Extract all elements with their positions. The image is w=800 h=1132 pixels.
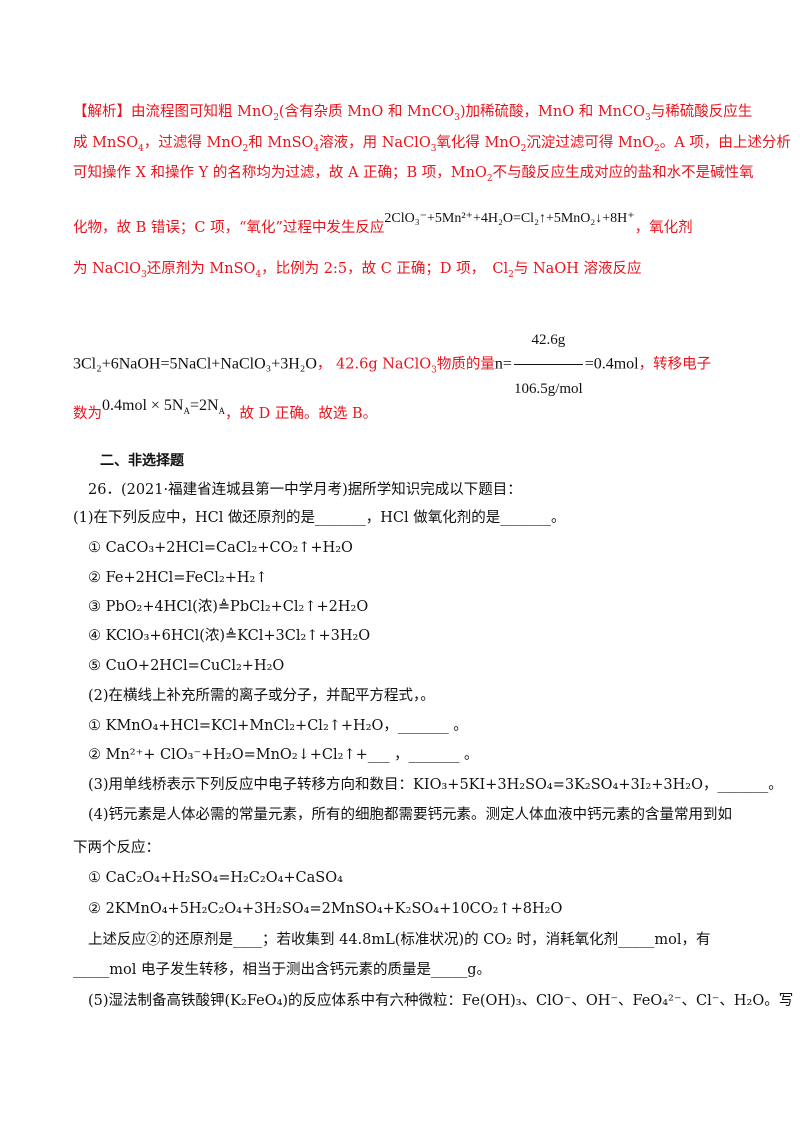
reaction-t2: ② 2KMnO₄+5H₂C₂O₄+3H₂SO₄=2MnSO₄+K₂SO₄+10C… (88, 901, 563, 917)
analysis-text: 可知操作 X 和操作 Y 的名称均为过滤，故 A 正确；B 项，MnO (73, 165, 487, 181)
analysis-text: )加稀硫酸，MnO 和 MnCO (459, 104, 646, 120)
moles-fraction: 42.6g 106.5g/mol (513, 318, 583, 411)
question-part-4: (4)钙元素是人体必需的常量元素，所有的细胞都需要钙元素。测定人体血液中钙元素的… (88, 807, 733, 823)
ionic-equation: 2ClO₃⁻+5Mn²⁺+4H₂O=Cl₂↑+5MnO₂↓+8H⁺ (384, 211, 635, 226)
question-part-5: (5)湿法制备高铁酸钾(K₂FeO₄)的反应体系中有六种微粒：Fe(OH)₃、C… (88, 993, 794, 1009)
electron-equation: 0.4mol × 5NA=2NA (102, 397, 226, 417)
analysis-text: 【解析】由流程图可知粗 MnO (73, 104, 274, 120)
fraction-numerator: 42.6g (513, 318, 583, 365)
analysis-text: 溶液，用 NaClO (319, 135, 431, 151)
analysis-text: ，故 D 正确。故选 B。 (225, 406, 378, 422)
analysis-text: 与 NaOH 溶液反应 (513, 261, 642, 277)
analysis-text: 成 MnSO (73, 135, 139, 151)
analysis-text: 氧化得 MnO (436, 135, 521, 151)
reaction-5: ⑤ CuO+2HCl=CuCl₂+H₂O (88, 658, 285, 674)
analysis-text: ，过滤得 MnO (143, 135, 243, 151)
fraction-denominator: 106.5g/mol (513, 381, 583, 397)
analysis-text: 为 NaClO (73, 261, 142, 277)
analysis-text: 不与酸反应生成对应的盐和水不是碱性氧 (492, 165, 754, 181)
analysis-text: ，氧化剂 (634, 220, 693, 236)
question-part-4-ask: 上述反应②的还原剂是____；若收集到 44.8mL(标准状况)的 CO₂ 时，… (88, 932, 711, 948)
analysis-text: (含有杂质 MnO 和 MnCO (278, 104, 455, 120)
analysis-text: 化物，故 B 错误；C 项，“氧化”过程中发生反应 (73, 220, 385, 236)
analysis-line-1: 【解析】由流程图可知粗 MnO2(含有杂质 MnO 和 MnCO3)加稀硫酸，M… (73, 104, 753, 123)
analysis-text: 。A 项，由上述分析 (659, 135, 791, 151)
analysis-line-7: 数为0.4mol × 5NA=2NA，故 D 正确。故选 B。 (73, 397, 378, 424)
question-stem: 26．(2021·福建省连城县第一中学月考)据所学知识完成以下题目： (88, 482, 522, 498)
moles-label: n= (494, 355, 512, 373)
analysis-line-3: 可知操作 X 和操作 Y 的名称均为过滤，故 A 正确；B 项，MnO2不与酸反… (73, 165, 754, 184)
analysis-text: ，比例为 2:5，故 C 正确；D 项， Cl (261, 261, 509, 277)
question-part-1: (1)在下列反应中，HCl 做还原剂的是_______，HCl 做氧化剂的是__… (73, 510, 566, 526)
analysis-line-2: 成 MnSO4，过滤得 MnO2和 MnSO4溶液，用 NaClO3氧化得 Mn… (73, 135, 791, 154)
moles-result: =0.4mol (584, 355, 639, 373)
section-title: 二、非选择题 (100, 453, 184, 469)
analysis-text: 沉淀过滤可得 MnO (526, 135, 655, 151)
sub-equation-2: ② Mn²⁺+ ClO₃⁻+H₂O=MnO₂↓+Cl₂↑+___ ，______… (88, 747, 479, 763)
reaction-2: ② Fe+2HCl=FeCl₂+H₂↑ (88, 570, 268, 586)
analysis-text: 还原剂为 MnSO (146, 261, 256, 277)
question-part-4-ask-cont: _____mol 电子发生转移，相当于测出含钙元素的质量是_____g。 (73, 962, 492, 978)
analysis-text: 和 MnSO (248, 135, 314, 151)
analysis-line-5: 为 NaClO3还原剂为 MnSO4，比例为 2:5，故 C 正确；D 项， C… (73, 261, 642, 280)
electron-equation-part: =2N (189, 397, 219, 414)
sub-equation-1: ① KMnO₄+HCl=KCl+MnCl₂+Cl₂↑+H₂O，_______ 。 (88, 718, 468, 734)
analysis-text: 数为 (73, 406, 102, 422)
naoh-equation: 3Cl₂+6NaOH=5NaCl+NaClO₃+3H₂O (73, 355, 317, 373)
question-part-4-cont: 下两个反应： (73, 840, 160, 856)
analysis-text: ， 42.6g NaClO (316, 356, 432, 373)
reaction-1: ① CaCO₃+2HCl=CaCl₂+CO₂↑+H₂O (88, 540, 353, 556)
electron-equation-part: 0.4mol × 5N (102, 397, 184, 414)
reaction-3: ③ PbO₂+4HCl(浓)≜PbCl₂+Cl₂↑+2H₂O (88, 599, 369, 615)
analysis-text: ，转移电子 (638, 356, 712, 373)
reaction-4: ④ KClO₃+6HCl(浓)≜KCl+3Cl₂↑+3H₂O (88, 628, 371, 644)
reaction-t1: ① CaC₂O₄+H₂SO₄=H₂C₂O₄+CaSO₄ (88, 870, 343, 886)
analysis-text: 物质的量 (436, 356, 495, 373)
analysis-line-6: 3Cl₂+6NaOH=5NaCl+NaClO₃+3H₂O， 42.6g NaCl… (73, 318, 711, 411)
analysis-line-4: 化物，故 B 错误；C 项，“氧化”过程中发生反应2ClO₃⁻+5Mn²⁺+4H… (73, 211, 693, 239)
question-part-3: (3)用单线桥表示下列反应中电子转移方向和数目：KIO₃+5KI+3H₂SO₄=… (88, 777, 783, 793)
question-part-2: (2)在横线上补充所需的离子或分子，并配平方程式，。 (88, 688, 435, 704)
analysis-text: 与稀硫酸反应生 (650, 104, 753, 120)
